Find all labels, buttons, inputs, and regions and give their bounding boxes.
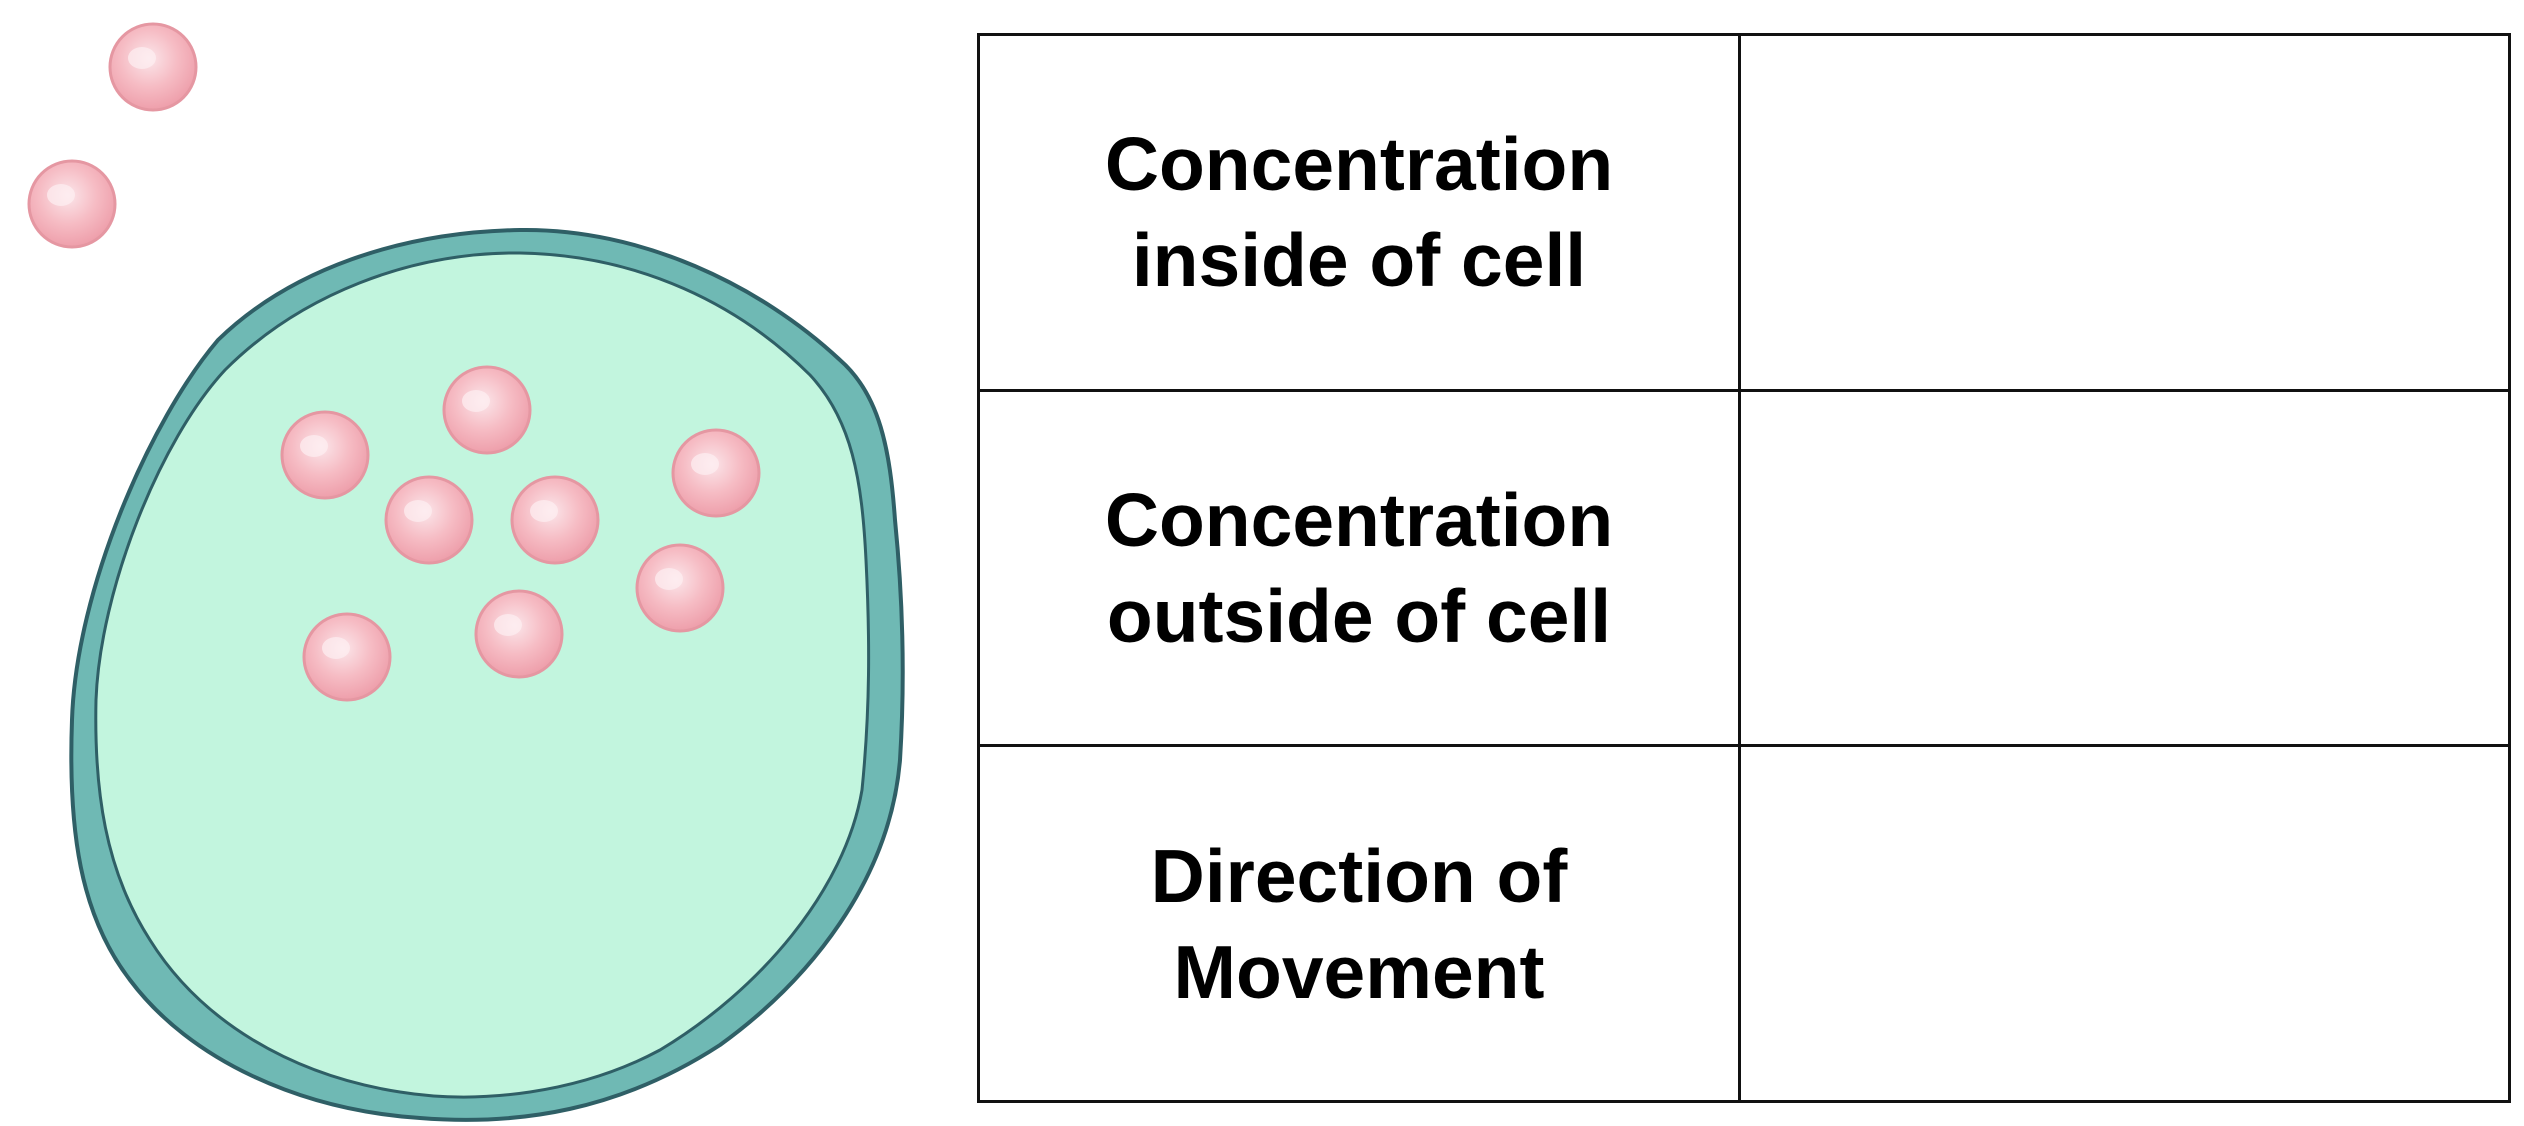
table-row: Direction of Movement bbox=[977, 744, 2511, 1103]
table-row: Concentration outside of cell bbox=[977, 388, 2511, 748]
row-label-direction: Direction of Movement bbox=[1150, 833, 1568, 1014]
particle-inside-3 bbox=[384, 475, 474, 565]
table-row: Concentration inside of cell bbox=[977, 33, 2511, 392]
row-label-cell: Direction of Movement bbox=[977, 744, 1741, 1103]
particle-outside-1 bbox=[108, 22, 198, 112]
answer-cell-outside[interactable] bbox=[1738, 388, 2511, 748]
particle-outside-2 bbox=[27, 159, 117, 249]
row-label-cell: Concentration outside of cell bbox=[977, 388, 1741, 748]
particle-inside-6 bbox=[635, 543, 725, 633]
particle-inside-8 bbox=[474, 589, 564, 679]
concentration-table: Concentration inside of cell Concentrati… bbox=[977, 33, 2511, 1103]
particle-inside-2 bbox=[442, 365, 532, 455]
particle-inside-1 bbox=[280, 410, 370, 500]
row-label-inside: Concentration inside of cell bbox=[1104, 122, 1614, 303]
particle-inside-4 bbox=[510, 475, 600, 565]
row-label-outside: Concentration outside of cell bbox=[1104, 477, 1614, 658]
particle-inside-7 bbox=[302, 612, 392, 702]
cell-diagram bbox=[27, 22, 905, 1122]
particle-inside-5 bbox=[671, 428, 761, 518]
row-label-cell: Concentration inside of cell bbox=[977, 33, 1741, 392]
answer-cell-inside[interactable] bbox=[1738, 33, 2511, 392]
answer-cell-direction[interactable] bbox=[1738, 744, 2511, 1103]
